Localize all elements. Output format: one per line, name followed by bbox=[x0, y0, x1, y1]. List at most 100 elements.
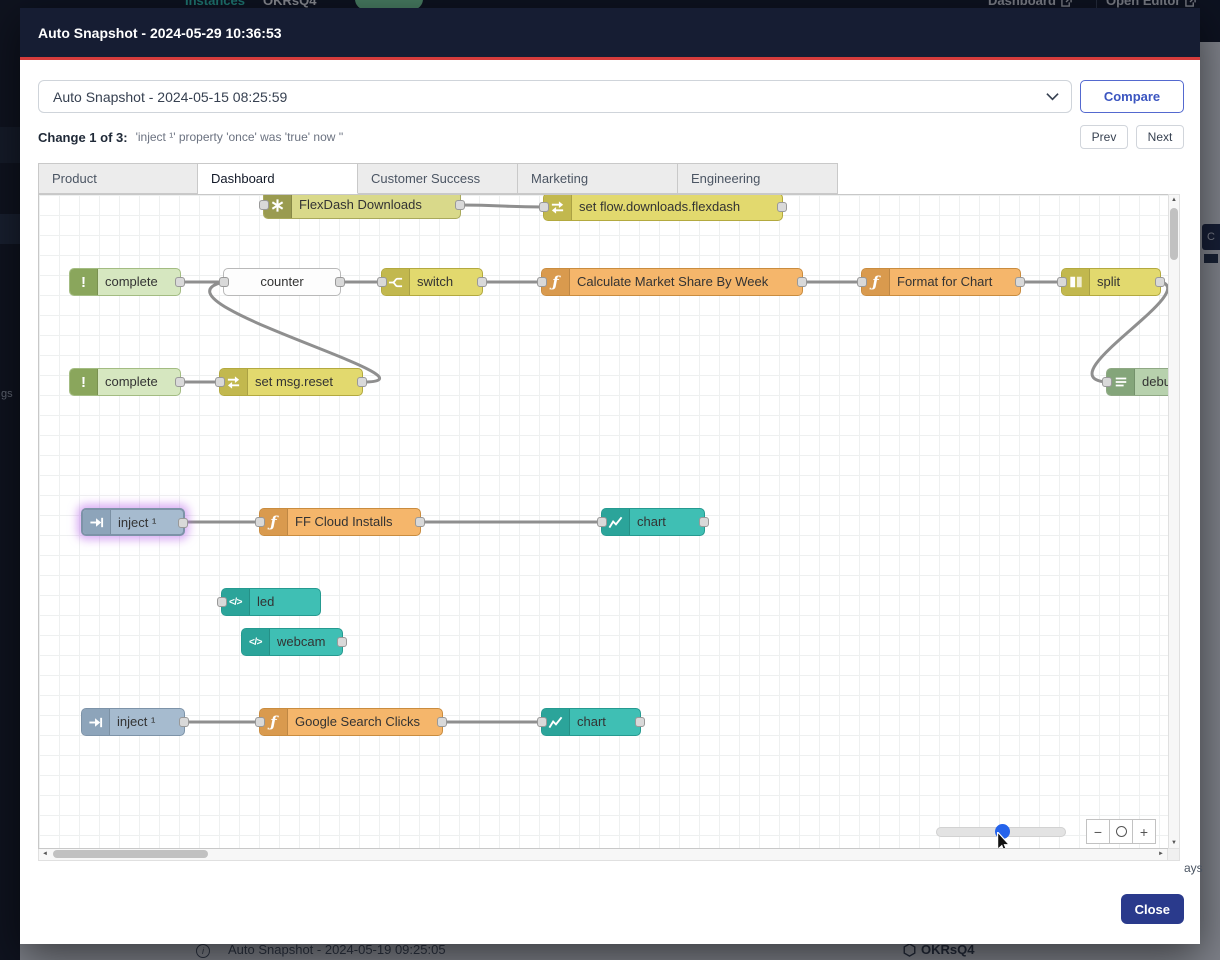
flow-node-label: chart bbox=[577, 714, 606, 729]
code-icon: </> bbox=[242, 629, 270, 655]
node-input-port bbox=[255, 517, 265, 527]
flow-node-label: set flow.downloads.flexdash bbox=[579, 199, 741, 214]
node-output-port bbox=[178, 518, 188, 528]
modal-footer: Close bbox=[20, 894, 1200, 944]
snapshot-select-value: Auto Snapshot - 2024-05-15 08:25:59 bbox=[53, 88, 288, 105]
horizontal-scroll-thumb[interactable] bbox=[53, 850, 208, 858]
snapshot-compare-modal: Auto Snapshot - 2024-05-29 10:36:53 Auto… bbox=[20, 8, 1200, 944]
vertical-scroll-thumb[interactable] bbox=[1170, 208, 1178, 260]
change-counter-label: Change 1 of 3: bbox=[38, 129, 128, 145]
wire-split-to-debug bbox=[1090, 280, 1168, 384]
accent-divider bbox=[20, 57, 1200, 60]
flow-node-label: led bbox=[257, 594, 275, 609]
tab-dashboard[interactable]: Dashboard bbox=[198, 163, 358, 194]
tab-customer-success[interactable]: Customer Success bbox=[358, 163, 518, 194]
scroll-left-icon[interactable]: ◄ bbox=[42, 851, 48, 857]
node-output-port bbox=[777, 202, 787, 212]
tab-product[interactable]: Product bbox=[38, 163, 198, 194]
flow-node-inject-1[interactable]: inject ¹ bbox=[81, 508, 188, 536]
flow-node-complete-2[interactable]: ! complete bbox=[69, 368, 185, 396]
flow-node-label: complete bbox=[105, 374, 158, 389]
modal-body: Auto Snapshot - 2024-05-15 08:25:59 Comp… bbox=[20, 60, 1200, 894]
node-output-port bbox=[477, 277, 487, 287]
flow-node-counter[interactable]: counter bbox=[219, 268, 345, 296]
flow-node-flexdash[interactable]: FlexDash Downloads bbox=[259, 195, 465, 219]
flow-node-led[interactable]: </>led bbox=[217, 588, 321, 616]
node-input-port bbox=[219, 277, 229, 287]
node-output-port bbox=[175, 377, 185, 387]
change-icon bbox=[220, 369, 248, 395]
flow-node-label: counter bbox=[260, 274, 304, 289]
alert-icon: ! bbox=[70, 269, 98, 295]
node-output-port bbox=[635, 717, 645, 727]
node-output-port bbox=[335, 277, 345, 287]
flow-node-split[interactable]: split bbox=[1057, 268, 1165, 296]
mouse-cursor bbox=[997, 832, 1011, 848]
flow-node-label: FF Cloud Installs bbox=[295, 514, 393, 529]
node-output-port bbox=[455, 200, 465, 210]
tab-marketing[interactable]: Marketing bbox=[518, 163, 678, 194]
scrollbar-corner bbox=[1168, 849, 1180, 861]
flow-node-label: webcam bbox=[277, 634, 326, 649]
flow-node-label: Format for Chart bbox=[897, 274, 993, 289]
tab-engineering[interactable]: Engineering bbox=[678, 163, 838, 194]
zoom-button-group: − + bbox=[1086, 819, 1156, 844]
flow-node-label: inject ¹ bbox=[118, 515, 157, 530]
vertical-scrollbar[interactable]: ▲ ▼ bbox=[1168, 194, 1180, 849]
flow-node-complete-1[interactable]: ! complete bbox=[69, 268, 185, 296]
node-output-port bbox=[337, 637, 347, 647]
zoom-out-button[interactable]: − bbox=[1086, 819, 1110, 844]
chevron-down-icon bbox=[1046, 93, 1059, 101]
node-input-port bbox=[1102, 377, 1112, 387]
node-input-port bbox=[597, 517, 607, 527]
background-fragment-ays: ays bbox=[1184, 861, 1203, 875]
change-detail-text: 'inject ¹' property 'once' was 'true' no… bbox=[135, 130, 344, 144]
node-output-port bbox=[437, 717, 447, 727]
scroll-down-icon[interactable]: ▼ bbox=[1171, 840, 1177, 846]
flow-node-label: split bbox=[1097, 274, 1121, 289]
flow-node-label: complete bbox=[105, 274, 158, 289]
flow-node-set-msg-reset[interactable]: set msg.reset bbox=[215, 368, 367, 396]
alert-icon: ! bbox=[70, 369, 98, 395]
horizontal-scrollbar[interactable]: ◄ ► bbox=[38, 849, 1168, 861]
scroll-up-icon[interactable]: ▲ bbox=[1171, 197, 1177, 203]
node-input-port bbox=[857, 277, 867, 287]
scroll-right-icon[interactable]: ► bbox=[1158, 851, 1164, 857]
flow-node-label: switch bbox=[417, 274, 454, 289]
modal-header: Auto Snapshot - 2024-05-29 10:36:53 bbox=[20, 8, 1200, 57]
prev-button[interactable]: Prev bbox=[1080, 125, 1128, 149]
modal-title: Auto Snapshot - 2024-05-29 10:36:53 bbox=[38, 24, 282, 41]
zoom-reset-button[interactable] bbox=[1109, 819, 1133, 844]
star-icon bbox=[264, 195, 292, 218]
node-output-port bbox=[357, 377, 367, 387]
flow-node-inject-2[interactable]: inject ¹ bbox=[81, 708, 189, 736]
wire-set-msg-reset-to-counter bbox=[208, 280, 382, 384]
node-output-port bbox=[1155, 277, 1165, 287]
compare-button[interactable]: Compare bbox=[1080, 80, 1184, 113]
node-output-port bbox=[699, 517, 709, 527]
flow-node-debug[interactable]: debug bbox=[1102, 368, 1168, 396]
flow-node-label: set msg.reset bbox=[255, 374, 334, 389]
flow-wires bbox=[179, 203, 1168, 724]
zoom-reset-icon bbox=[1115, 826, 1127, 837]
node-output-port bbox=[1015, 277, 1025, 287]
flow-node-label: FlexDash Downloads bbox=[299, 197, 422, 212]
flow-node-webcam[interactable]: </> webcam bbox=[241, 628, 347, 656]
flow-node-set-flexdash[interactable]: set flow.downloads.flexdash bbox=[539, 195, 787, 221]
flow-node-label: inject ¹ bbox=[117, 714, 156, 729]
next-button[interactable]: Next bbox=[1136, 125, 1184, 149]
flow-canvas[interactable]: − + FlexDash Downloads set flow.downloads… bbox=[38, 194, 1168, 849]
wire-flexdash-to-set-flexdash bbox=[459, 203, 545, 209]
flow-node-chart-2[interactable]: chart bbox=[537, 708, 645, 736]
node-input-port bbox=[215, 377, 225, 387]
flow-node-switch[interactable]: switch bbox=[377, 268, 487, 296]
zoom-in-button[interactable]: + bbox=[1132, 819, 1156, 844]
close-button[interactable]: Close bbox=[1120, 894, 1184, 924]
snapshot-select[interactable]: Auto Snapshot - 2024-05-15 08:25:59 bbox=[38, 80, 1072, 113]
flow-node-label: chart bbox=[637, 514, 666, 529]
flow-node-chart-1[interactable]: chart bbox=[597, 508, 709, 536]
